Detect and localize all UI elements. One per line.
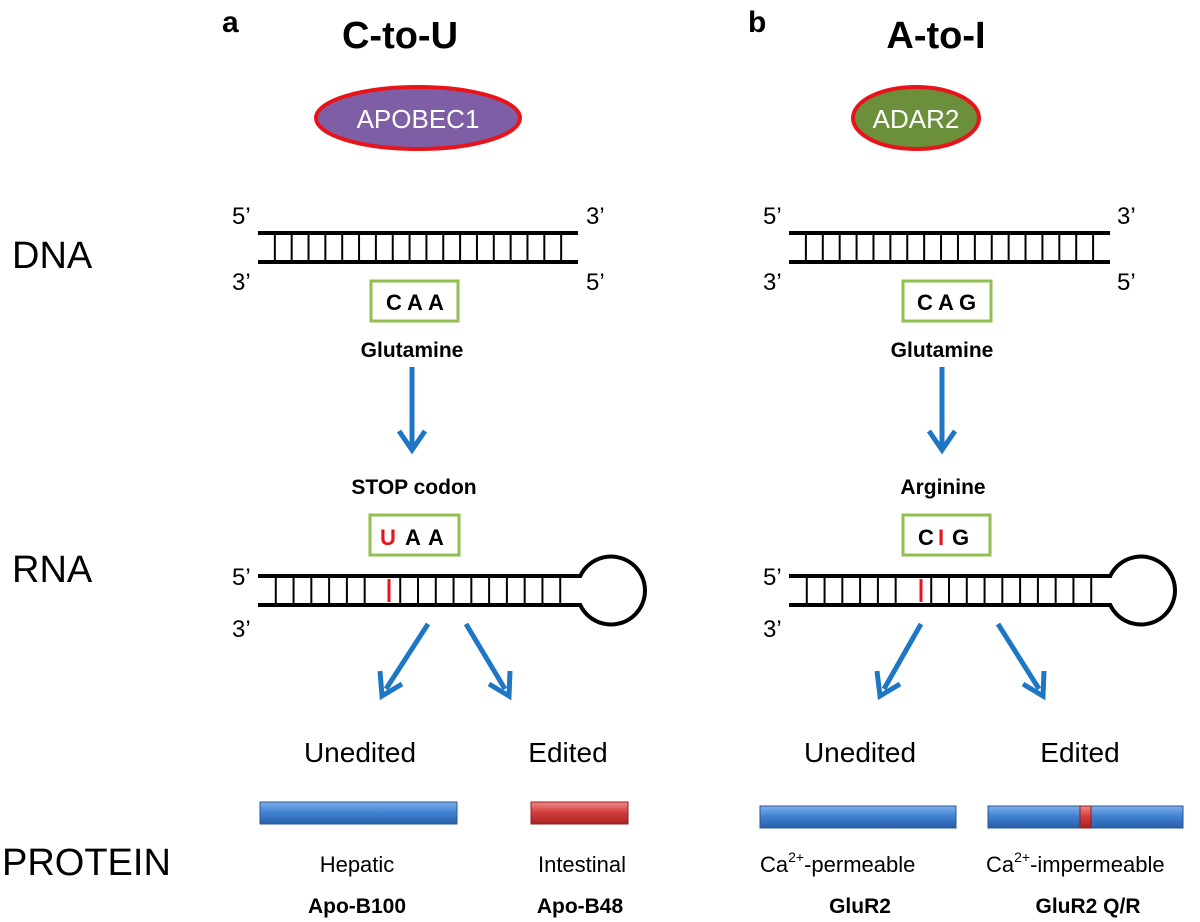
codon-base: C xyxy=(386,290,402,315)
tissue-suffix: -impermeable xyxy=(1030,852,1165,877)
arrow-head xyxy=(396,429,428,455)
protein-bar-unedited xyxy=(759,805,957,829)
row-label-dna: DNA xyxy=(12,235,93,277)
codon-base: A xyxy=(405,525,421,550)
rna-hairpin xyxy=(258,554,647,627)
enzyme-ellipse xyxy=(314,85,522,151)
codon-base: A xyxy=(428,290,444,315)
rna-end-label: 5’ xyxy=(763,564,782,591)
rna-end-label: 3’ xyxy=(232,616,251,643)
tissue-label: Ca2+-impermeable xyxy=(986,849,1165,877)
dna-end-label: 5’ xyxy=(586,269,605,296)
outcome-label: Unedited xyxy=(804,737,916,768)
enzyme-ellipse xyxy=(851,85,981,151)
panel-letter: b xyxy=(748,6,766,39)
panel-a: a C-to-U APOBEC1 5’ 3’ 3’ 5’ C A A Gluta… xyxy=(222,6,647,918)
calcium-charge: 2+ xyxy=(1014,849,1030,865)
protein-bar-unedited xyxy=(259,801,458,825)
outcome-label: Edited xyxy=(1040,737,1119,768)
amino-acid-label: STOP codon xyxy=(351,476,476,499)
tissue-label: Intestinal xyxy=(538,852,626,877)
codon-base: A xyxy=(428,525,444,550)
protein-name: GluR2 Q/R xyxy=(1035,895,1140,918)
dna-end-label: 3’ xyxy=(232,269,251,296)
hairpin-loop xyxy=(578,554,647,627)
codon-base: G xyxy=(959,290,976,315)
arrow-head xyxy=(1021,670,1047,701)
codon-box xyxy=(901,279,993,323)
rna-end-label: 3’ xyxy=(763,616,782,643)
protein-name: GluR2 xyxy=(829,895,891,918)
dna-end-label: 3’ xyxy=(1117,203,1136,230)
protein-name: Apo-B100 xyxy=(308,895,406,918)
edited-base: I xyxy=(938,525,944,550)
codon-box xyxy=(901,513,992,557)
amino-acid-label: Arginine xyxy=(900,476,985,499)
codon-box xyxy=(369,279,460,323)
arrow-head xyxy=(377,670,404,701)
panel-letter: a xyxy=(222,6,239,39)
enzyme-label: APOBEC1 xyxy=(357,104,480,134)
outcome-label: Edited xyxy=(528,737,607,768)
edited-site-mark xyxy=(1079,805,1092,829)
edited-base: U xyxy=(380,525,396,550)
dna-end-label: 5’ xyxy=(232,203,251,230)
arrow-head xyxy=(874,670,902,701)
protein-name: Apo-B48 xyxy=(537,895,624,918)
rna-end-label: 5’ xyxy=(232,564,251,591)
arrow-head xyxy=(926,429,958,455)
amino-acid-label: Glutamine xyxy=(361,339,464,362)
protein-bar-edited xyxy=(530,801,629,825)
panel-b: b A-to-I ADAR2 5’ 3’ 3’ 5’ C A G Glutami… xyxy=(748,6,1184,918)
amino-acid-label: Glutamine xyxy=(891,339,994,362)
row-label-rna: RNA xyxy=(12,549,93,591)
codon-box xyxy=(368,513,461,557)
codon-base: C xyxy=(917,290,933,315)
dna-end-label: 3’ xyxy=(763,269,782,296)
dna-end-label: 3’ xyxy=(586,203,605,230)
arrow-shaft xyxy=(881,622,924,691)
arrow-shaft xyxy=(463,622,508,691)
rna-hairpin xyxy=(789,554,1177,627)
calcium-symbol: Ca xyxy=(986,852,1015,877)
hairpin-loop xyxy=(1108,554,1177,627)
arrow-shaft xyxy=(995,622,1042,691)
arrow-shaft xyxy=(383,622,431,691)
tissue-label: Hepatic xyxy=(320,852,395,877)
dna-end-label: 5’ xyxy=(763,203,782,230)
codon-base: G xyxy=(952,525,969,550)
dna-duplex xyxy=(258,231,578,264)
arrow-head xyxy=(487,670,513,701)
dna-end-label: 5’ xyxy=(1117,269,1136,296)
panel-title: A-to-I xyxy=(886,15,985,57)
panel-title: C-to-U xyxy=(342,15,458,57)
tissue-suffix: -permeable xyxy=(804,852,915,877)
dna-duplex xyxy=(789,231,1110,264)
codon-base: A xyxy=(407,290,423,315)
codon-base: C xyxy=(918,525,934,550)
enzyme-label: ADAR2 xyxy=(873,104,960,134)
tissue-label: Ca2+-permeable xyxy=(760,849,915,877)
row-label-protein: PROTEIN xyxy=(2,842,171,884)
codon-base: A xyxy=(938,290,954,315)
calcium-symbol: Ca xyxy=(760,852,789,877)
calcium-charge: 2+ xyxy=(788,849,804,865)
outcome-label: Unedited xyxy=(304,737,416,768)
